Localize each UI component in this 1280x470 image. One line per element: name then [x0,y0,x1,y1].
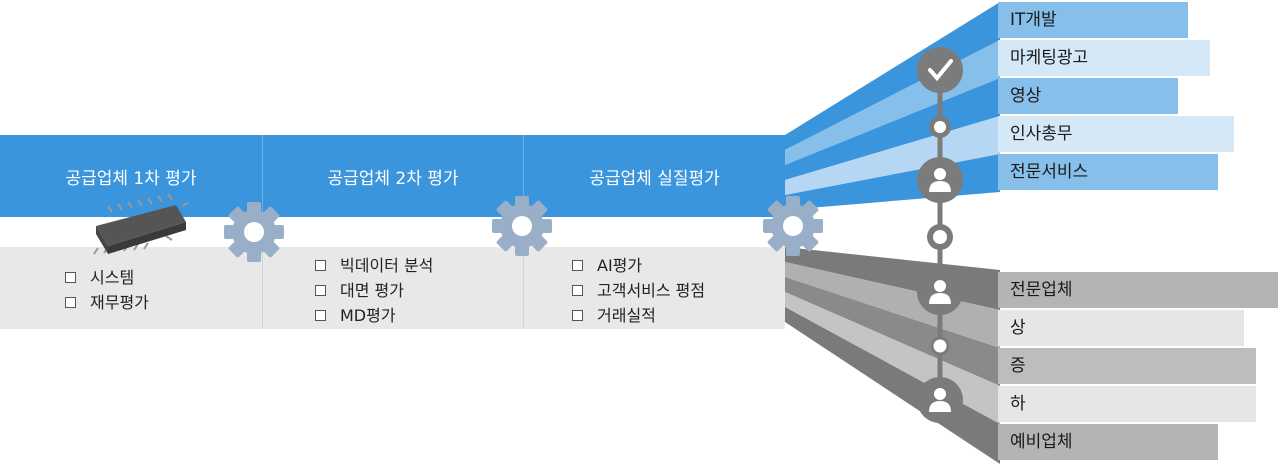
stage-divider [523,135,524,217]
check-item: MD평가 [310,303,433,328]
stage-3-body: AI평가 고객서비스 평점 거래실적 [524,247,785,329]
upper-category-label: 영상 [998,78,1178,114]
stage-1-title: 공급업체 1차 평가 [65,168,197,189]
check-item-label: 고객서비스 평점 [597,281,706,300]
check-item-label: 시스템 [90,268,135,287]
check-item: 빅데이터 분석 [310,253,433,278]
check-item: 재무평가 [60,290,149,315]
gear-icon [763,196,823,256]
check-item: 거래실적 [567,303,705,328]
gear-icon [224,202,284,262]
checkbox-icon [315,310,326,321]
stage-2-header: 공급업체 2차 평가 [263,135,523,217]
ribbon-lower-3 [785,277,1000,386]
check-item-label: 재무평가 [90,293,149,312]
check-item-label: 거래실적 [597,306,656,325]
lower-category-label: 예비업체 [998,424,1218,460]
lower-category-label: 하 [998,386,1256,422]
stage-3-title: 공급업체 실질평가 [589,168,720,189]
body-divider [262,247,263,329]
check-item-label: AI평가 [597,256,643,275]
check-item-label: 대면 평가 [340,281,404,300]
timeline-node [927,224,953,250]
check-icon [917,47,963,93]
body-divider [523,247,524,329]
checkbox-icon [572,285,583,296]
check-item: 고객서비스 평점 [567,278,705,303]
check-item-label: MD평가 [340,306,396,325]
check-item-label: 빅데이터 분석 [340,256,434,275]
timeline-node [929,116,951,138]
checkbox-icon [315,260,326,271]
ribbon-lower-5 [785,307,1000,464]
check-item: 대면 평가 [310,278,433,303]
checkbox-icon [315,285,326,296]
checkbox-icon [572,260,583,271]
lower-category-label: 전문업체 [998,272,1278,308]
user-icon [917,157,963,203]
upper-category-label: 전문서비스 [998,154,1218,190]
check-item: 시스템 [60,265,149,290]
upper-category-label: 마케팅광고 [998,40,1210,76]
stage-1-body: 시스템 재무평가 [0,247,263,329]
gear-icon [492,196,552,256]
upper-category-label: IT개발 [998,2,1188,38]
lower-category-label: 증 [998,348,1256,384]
stage-2-title: 공급업체 2차 평가 [327,168,459,189]
check-item: AI평가 [567,253,705,278]
stage-2-body: 빅데이터 분석 대면 평가 MD평가 [263,247,524,329]
user-icon [917,377,963,423]
ribbon-upper-3 [785,78,1000,180]
stage-divider [262,135,263,217]
checkbox-icon [572,310,583,321]
lower-category-label: 상 [998,310,1244,346]
ribbon-lower-2 [785,262,1000,348]
checkbox-icon [65,297,76,308]
stage-3-header: 공급업체 실질평가 [524,135,785,217]
timeline-node [930,336,950,356]
ribbon-upper-1 [785,2,1000,150]
user-icon [917,269,963,315]
stage-1-header: 공급업체 1차 평가 [0,135,262,217]
upper-category-label: 인사총무 [998,116,1234,152]
checkbox-icon [65,272,76,283]
